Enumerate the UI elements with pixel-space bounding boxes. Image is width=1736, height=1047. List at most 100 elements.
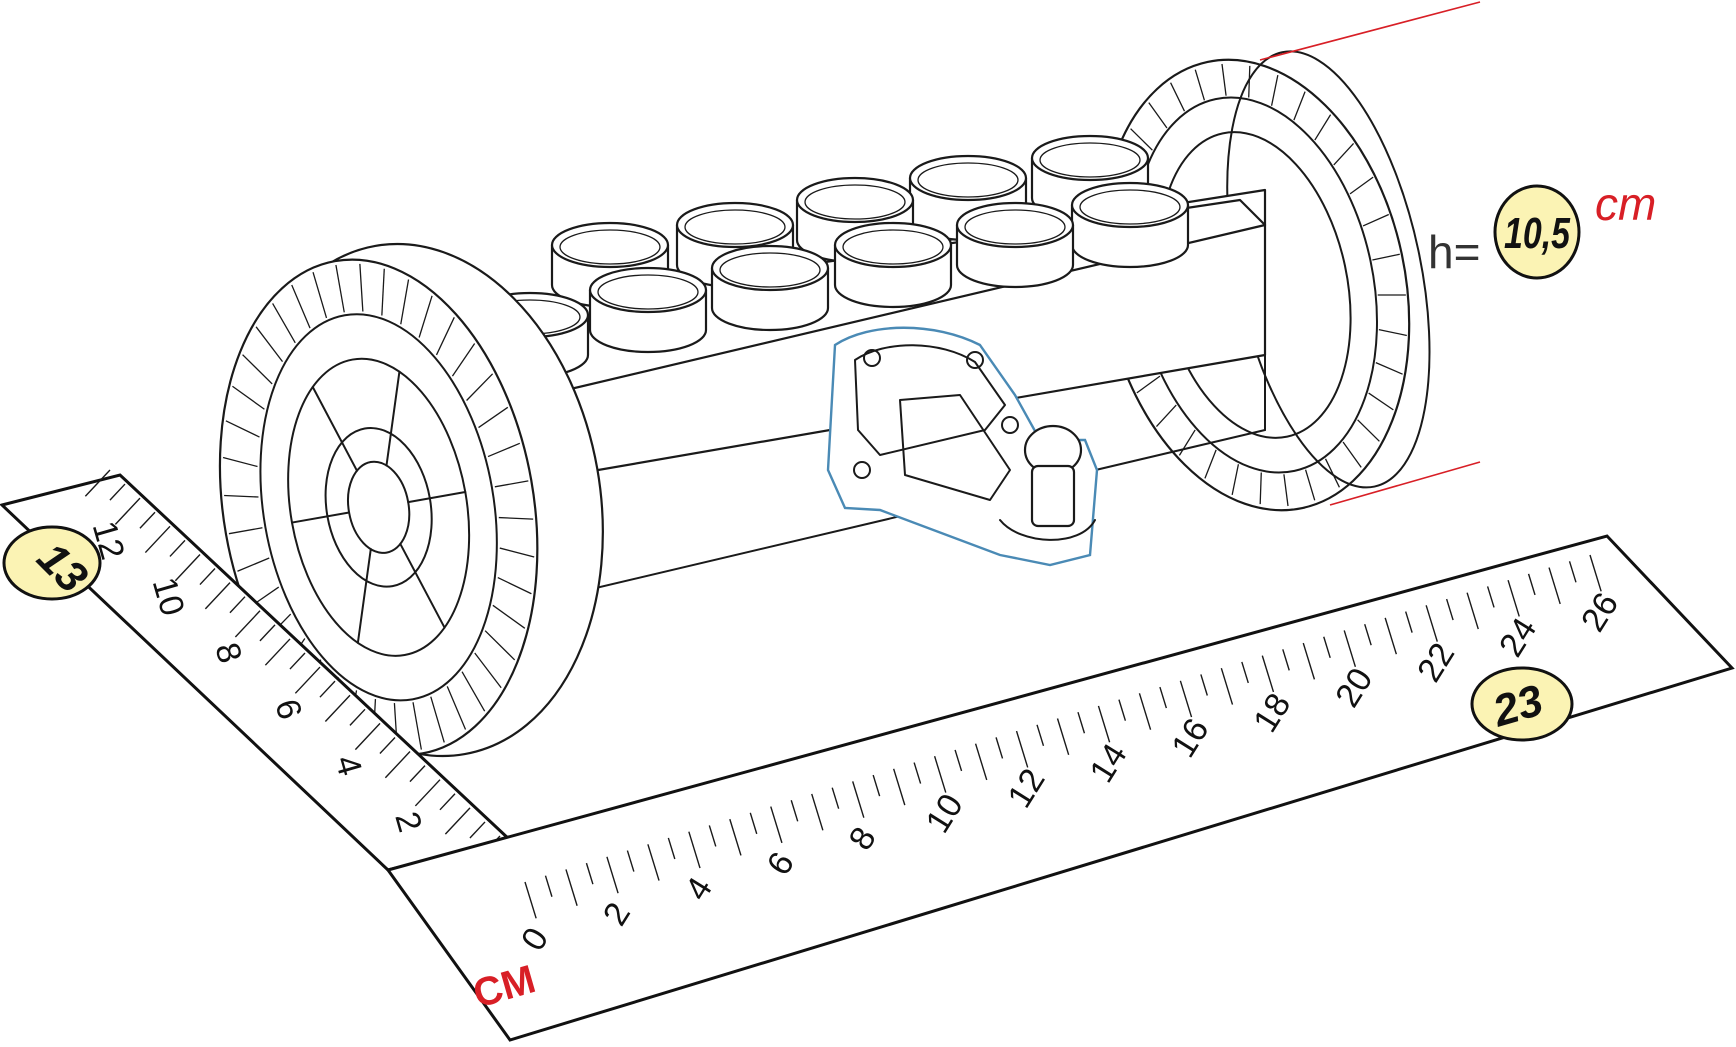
tread-rib	[255, 326, 284, 362]
length-ruler-tick	[872, 774, 881, 797]
tread-rib	[430, 696, 445, 743]
length-ruler-tick	[770, 806, 783, 844]
cup	[710, 244, 830, 332]
length-ruler-tick	[1056, 718, 1070, 756]
depth-ruler-tick	[174, 553, 201, 582]
length-ruler-tick	[1364, 623, 1372, 646]
tread-rib	[232, 385, 265, 410]
depth-ruler-tick	[409, 765, 426, 783]
depth-ruler-tick	[414, 779, 441, 807]
tread-rib	[225, 420, 260, 438]
length-ruler-tick	[1282, 649, 1290, 671]
depth-value-badge: 13	[2, 525, 102, 602]
length-ruler-tick	[606, 856, 619, 894]
length-ruler-tick	[995, 737, 1004, 759]
tread-rib	[312, 271, 328, 319]
depth-ruler-tick	[109, 483, 126, 501]
depth-ruler-tick	[469, 821, 486, 839]
cup	[833, 221, 953, 309]
length-ruler-tick	[1323, 636, 1331, 658]
depth-ruler-tick	[444, 807, 471, 835]
hub-rib	[356, 548, 372, 644]
tread-rib	[1349, 176, 1374, 195]
tread-rib	[1259, 472, 1262, 505]
tread-rib	[381, 268, 385, 316]
length-ruler-tick	[1384, 617, 1398, 655]
depth-ruler-tick	[229, 596, 246, 614]
length-ruler-tick	[688, 831, 701, 869]
length-ruler-tick	[667, 837, 676, 860]
length-ruler-tick	[1568, 561, 1577, 583]
tread-rib	[1324, 458, 1340, 488]
length-ruler-tick	[1036, 724, 1045, 747]
hub-rib	[399, 542, 446, 629]
tread-rib	[1194, 69, 1206, 101]
height-unit: cm	[1595, 178, 1656, 230]
trolley-illustration	[218, 50, 1431, 758]
length-ruler-tick	[913, 762, 922, 784]
tread-rib	[446, 686, 467, 730]
tread-rib	[451, 343, 476, 377]
tread-rib	[478, 406, 509, 429]
depth-ruler-tick	[294, 666, 321, 694]
length-ruler-tick	[1405, 611, 1413, 633]
tread-rib	[335, 264, 345, 313]
height-annotation: h= 10,5 cm	[1259, 1, 1656, 506]
tread-rib	[1231, 464, 1240, 495]
hub-rib	[311, 386, 358, 472]
cup	[1070, 181, 1190, 269]
length-ruler-tick	[1179, 680, 1193, 718]
length-ruler-tick	[1548, 567, 1561, 605]
length-ruler-tick	[544, 875, 553, 897]
depth-ruler-tick	[234, 610, 261, 638]
near-wheel	[218, 242, 604, 758]
tread-rib	[1375, 362, 1403, 375]
length-ruler-tick	[524, 881, 537, 919]
cup	[588, 266, 708, 354]
tread-rib	[492, 604, 526, 629]
length-ruler-tick	[790, 800, 799, 822]
length-ruler-tick	[1159, 686, 1168, 709]
tread-rib	[1248, 65, 1251, 98]
depth-ruler-tick	[264, 638, 291, 666]
tread-rib	[1333, 143, 1355, 166]
height-value: 10,5	[1504, 209, 1570, 258]
hub-rib	[385, 370, 401, 467]
tread-rib	[412, 702, 422, 750]
tread-rib	[1155, 404, 1177, 427]
length-ruler-tick	[749, 812, 758, 835]
length-ruler-tick	[811, 793, 824, 831]
length-ruler-tick	[1425, 605, 1438, 642]
tread-rib	[1378, 328, 1407, 337]
tread-rib	[1148, 102, 1168, 129]
length-ruler-tick	[933, 756, 947, 793]
tread-rib	[487, 442, 521, 458]
length-ruler-tick	[1445, 598, 1454, 621]
depth-ruler-tick	[259, 624, 276, 642]
tread-rib	[498, 516, 534, 520]
length-ruler-tick	[1589, 554, 1602, 592]
length-ruler-tick	[1097, 705, 1111, 743]
depth-ruler-tick	[289, 652, 306, 670]
height-badge	[1493, 184, 1581, 280]
length-ruler-tick	[626, 850, 635, 872]
tow-coupling	[826, 326, 1099, 567]
tread-rib	[1377, 294, 1406, 296]
length-ruler-tick	[1261, 655, 1275, 693]
tread-rib	[497, 576, 532, 595]
length-ruler-tick	[1077, 712, 1086, 734]
tread-rib	[1368, 392, 1394, 411]
tread-rib	[1170, 82, 1186, 112]
depth-ruler-tick	[114, 497, 141, 525]
tread-rib	[1136, 375, 1161, 394]
length-ruler-tick	[565, 869, 578, 906]
tread-rib	[418, 295, 433, 338]
depth-ruler-tick	[439, 793, 456, 811]
tread-rib	[242, 354, 273, 385]
depth-ruler-tick	[169, 539, 186, 557]
length-ruler-tick	[1302, 642, 1316, 680]
tread-rib	[224, 494, 259, 498]
tread-rib	[1372, 253, 1400, 261]
